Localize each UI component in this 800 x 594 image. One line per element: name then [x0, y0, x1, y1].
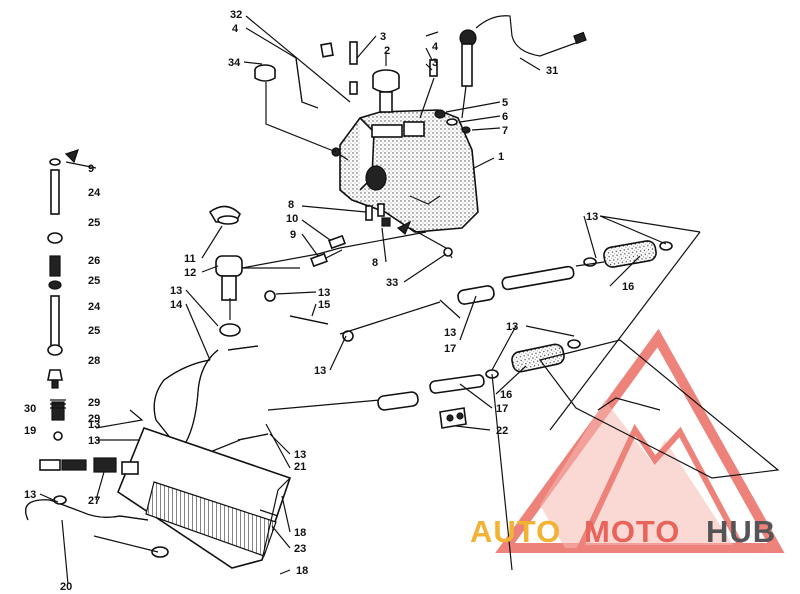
callout-11: 11 — [184, 253, 196, 265]
tee-fitting — [208, 205, 300, 337]
callout-16: 16 — [622, 281, 634, 293]
level-sensor — [459, 15, 587, 119]
cooler-core — [117, 426, 292, 569]
callout-13g: 13 — [506, 321, 518, 333]
callout-20: 20 — [60, 581, 72, 593]
callout-25b: 25 — [88, 275, 100, 287]
callout-13e: 13 — [444, 327, 456, 339]
callout-labels: 32 4 3 2 4 3 34 5 6 7 1 9 24 25 26 25 24… — [24, 9, 634, 593]
grommet — [254, 64, 276, 82]
callout-24: 24 — [88, 187, 101, 199]
frame-rail — [538, 231, 780, 479]
callout-21: 21 — [294, 461, 306, 473]
hose-15 — [264, 290, 354, 342]
callout-2: 2 — [384, 45, 390, 57]
watermark-logo — [495, 328, 785, 553]
watermark-text: AUTO MOTO HUB — [470, 514, 776, 549]
callout-3: 3 — [380, 31, 386, 43]
callout-25c: 25 — [88, 325, 100, 337]
drain-stack — [47, 149, 79, 441]
callout-13i: 13 — [88, 435, 100, 447]
callout-18: 18 — [294, 527, 306, 539]
mounting-hardware — [434, 109, 471, 134]
callout-14: 14 — [170, 299, 183, 311]
callout-18b: 18 — [296, 565, 308, 577]
vent-hose — [295, 41, 358, 109]
callout-7: 7 — [502, 125, 508, 137]
callout-10: 10 — [286, 213, 298, 225]
oil-tank — [331, 109, 479, 233]
tank-fittings — [310, 203, 391, 268]
callout-26: 26 — [88, 255, 100, 267]
callout-13a: 13 — [88, 419, 100, 431]
callout-8b: 8 — [372, 257, 378, 269]
callout-9b: 9 — [290, 229, 296, 241]
callout-8: 8 — [288, 199, 294, 211]
callout-13b: 13 — [170, 285, 182, 297]
callout-23: 23 — [294, 543, 306, 555]
watermark-auto: AUTO — [470, 514, 561, 549]
callout-15: 15 — [318, 299, 330, 311]
callout-5: 5 — [502, 97, 508, 109]
return-line — [241, 231, 673, 335]
callout-28: 28 — [88, 355, 100, 367]
callout-29: 29 — [88, 397, 100, 409]
watermark-hub: HUB — [706, 514, 776, 549]
watermark-moto: MOTO — [584, 514, 680, 549]
callout-13f: 13 — [586, 211, 598, 223]
callout-16b: 16 — [500, 389, 512, 401]
callout-29b: 29 — [88, 413, 100, 425]
callout-1: 1 — [498, 151, 504, 163]
callout-22: 22 — [496, 425, 508, 437]
callout-32: 32 — [230, 9, 242, 21]
callout-24b: 24 — [88, 301, 101, 313]
callout-25: 25 — [88, 217, 100, 229]
callout-19: 19 — [24, 425, 36, 437]
callout-17: 17 — [444, 343, 456, 355]
callout-33: 33 — [386, 277, 398, 289]
leader-lines — [39, 15, 701, 585]
callout-13c: 13 — [318, 287, 330, 299]
callout-13j: 13 — [24, 489, 36, 501]
filler-cap — [372, 69, 400, 113]
callout-13d: 13 — [314, 365, 326, 377]
callout-13h: 13 — [294, 449, 306, 461]
callout-4b: 4 — [432, 41, 439, 53]
callout-9: 9 — [88, 163, 94, 175]
supply-line — [267, 339, 581, 429]
callout-17b: 17 — [496, 403, 508, 415]
callout-31: 31 — [546, 65, 558, 77]
callout-3b: 3 — [432, 57, 438, 69]
callout-6: 6 — [502, 111, 508, 123]
callout-27: 27 — [88, 495, 100, 507]
callout-4: 4 — [232, 23, 239, 35]
callout-34: 34 — [228, 57, 241, 69]
callout-30: 30 — [24, 403, 36, 415]
callout-12: 12 — [184, 267, 196, 279]
